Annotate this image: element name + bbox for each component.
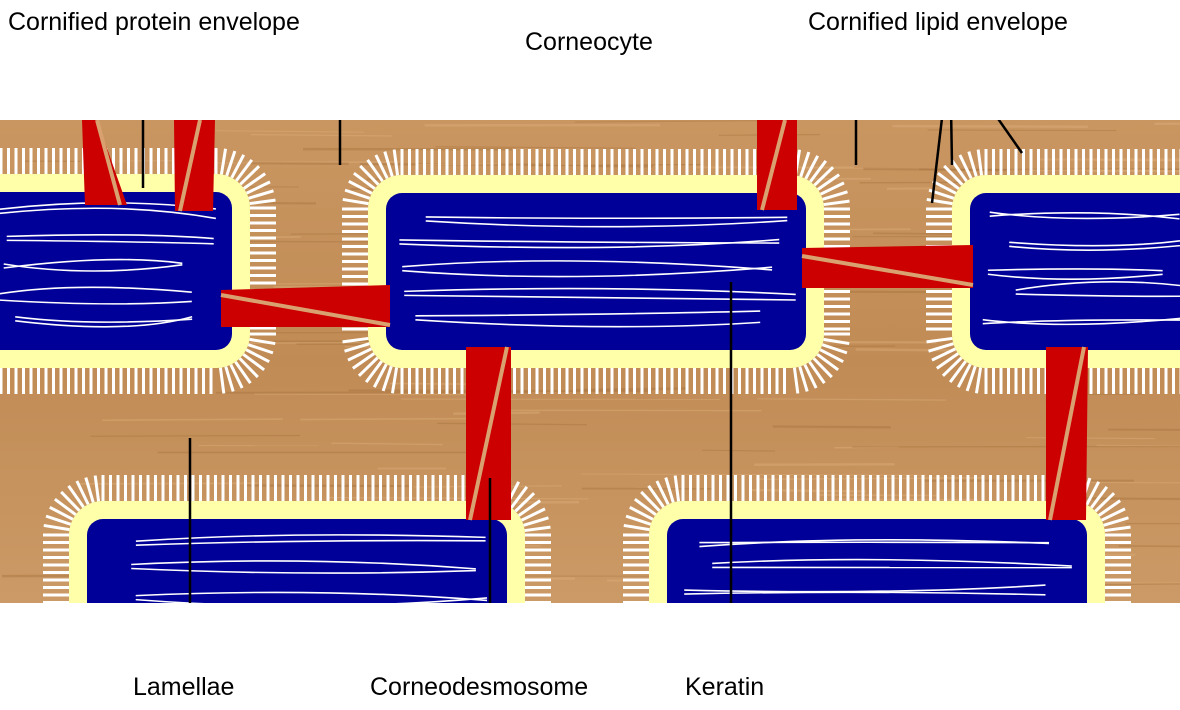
corneodesmosome bbox=[220, 285, 391, 327]
wood-grain-streak bbox=[1079, 497, 1180, 501]
keratin-label: Keratin bbox=[685, 673, 765, 701]
keratin-filaments bbox=[684, 539, 1072, 596]
wood-grain-streak bbox=[300, 417, 494, 421]
keratin-filaments bbox=[0, 202, 217, 328]
wood-grain-streak bbox=[250, 134, 393, 137]
corneodesmosome bbox=[466, 346, 511, 521]
corneodesmosome bbox=[1046, 346, 1088, 521]
keratin-filaments bbox=[399, 216, 796, 328]
wood-grain-streak bbox=[78, 482, 258, 485]
wood-grain-streak bbox=[1096, 444, 1180, 447]
corneodesmosome bbox=[82, 119, 127, 206]
wood-grain-streak bbox=[772, 425, 891, 429]
wood-grain-streak bbox=[1154, 122, 1180, 125]
corneocyte-label: Corneocyte bbox=[525, 28, 653, 56]
corneocyte bbox=[0, 148, 276, 394]
wood-grain-streak bbox=[892, 124, 1088, 128]
corneocyte-interior bbox=[386, 193, 806, 350]
wood-grain-streak bbox=[437, 422, 587, 426]
corneodesmosome bbox=[801, 245, 974, 288]
wood-grain-streak bbox=[90, 434, 300, 437]
corneodesmosome bbox=[174, 119, 215, 212]
wood-grain-streak bbox=[574, 120, 773, 123]
protein-envelope-label: Cornified protein envelope bbox=[8, 8, 300, 36]
top-margin bbox=[0, 0, 1180, 120]
corneocyte-interior bbox=[970, 193, 1180, 350]
wood-grain-streak bbox=[1118, 545, 1180, 548]
keratin-filaments bbox=[982, 211, 1180, 326]
corneodesmosome bbox=[757, 119, 797, 211]
wood-grain-streak bbox=[927, 129, 1117, 132]
wood-grain-streak bbox=[1086, 169, 1180, 173]
wood-grain-streak bbox=[757, 398, 947, 401]
wood-grain-streak bbox=[580, 473, 927, 476]
corneodesmosome-label: Corneodesmosome bbox=[370, 673, 589, 701]
keratin-filaments bbox=[131, 534, 488, 607]
wood-grain-streak bbox=[574, 387, 688, 392]
wood-grain-streak bbox=[834, 446, 899, 449]
wood-grain-streak bbox=[331, 442, 443, 446]
bottom-margin bbox=[0, 603, 1180, 710]
lipid-envelope-bristles bbox=[0, 148, 276, 394]
wood-grain-streak bbox=[248, 161, 349, 166]
wood-grain-streak bbox=[192, 161, 398, 164]
wood-grain-streak bbox=[435, 146, 636, 149]
wood-grain-streak bbox=[1078, 393, 1144, 396]
wood-grain-streak bbox=[1090, 481, 1180, 484]
wood-grain-streak bbox=[702, 449, 776, 452]
lipid-envelope-label: Cornified lipid envelope bbox=[808, 8, 1068, 36]
corneocyte bbox=[926, 149, 1180, 394]
wood-grain-streak bbox=[416, 162, 501, 166]
wood-grain-streak bbox=[101, 418, 283, 422]
lamellae-label: Lamellae bbox=[133, 673, 235, 701]
corneodesmosomes bbox=[82, 119, 1088, 521]
corneocyte bbox=[342, 149, 850, 394]
